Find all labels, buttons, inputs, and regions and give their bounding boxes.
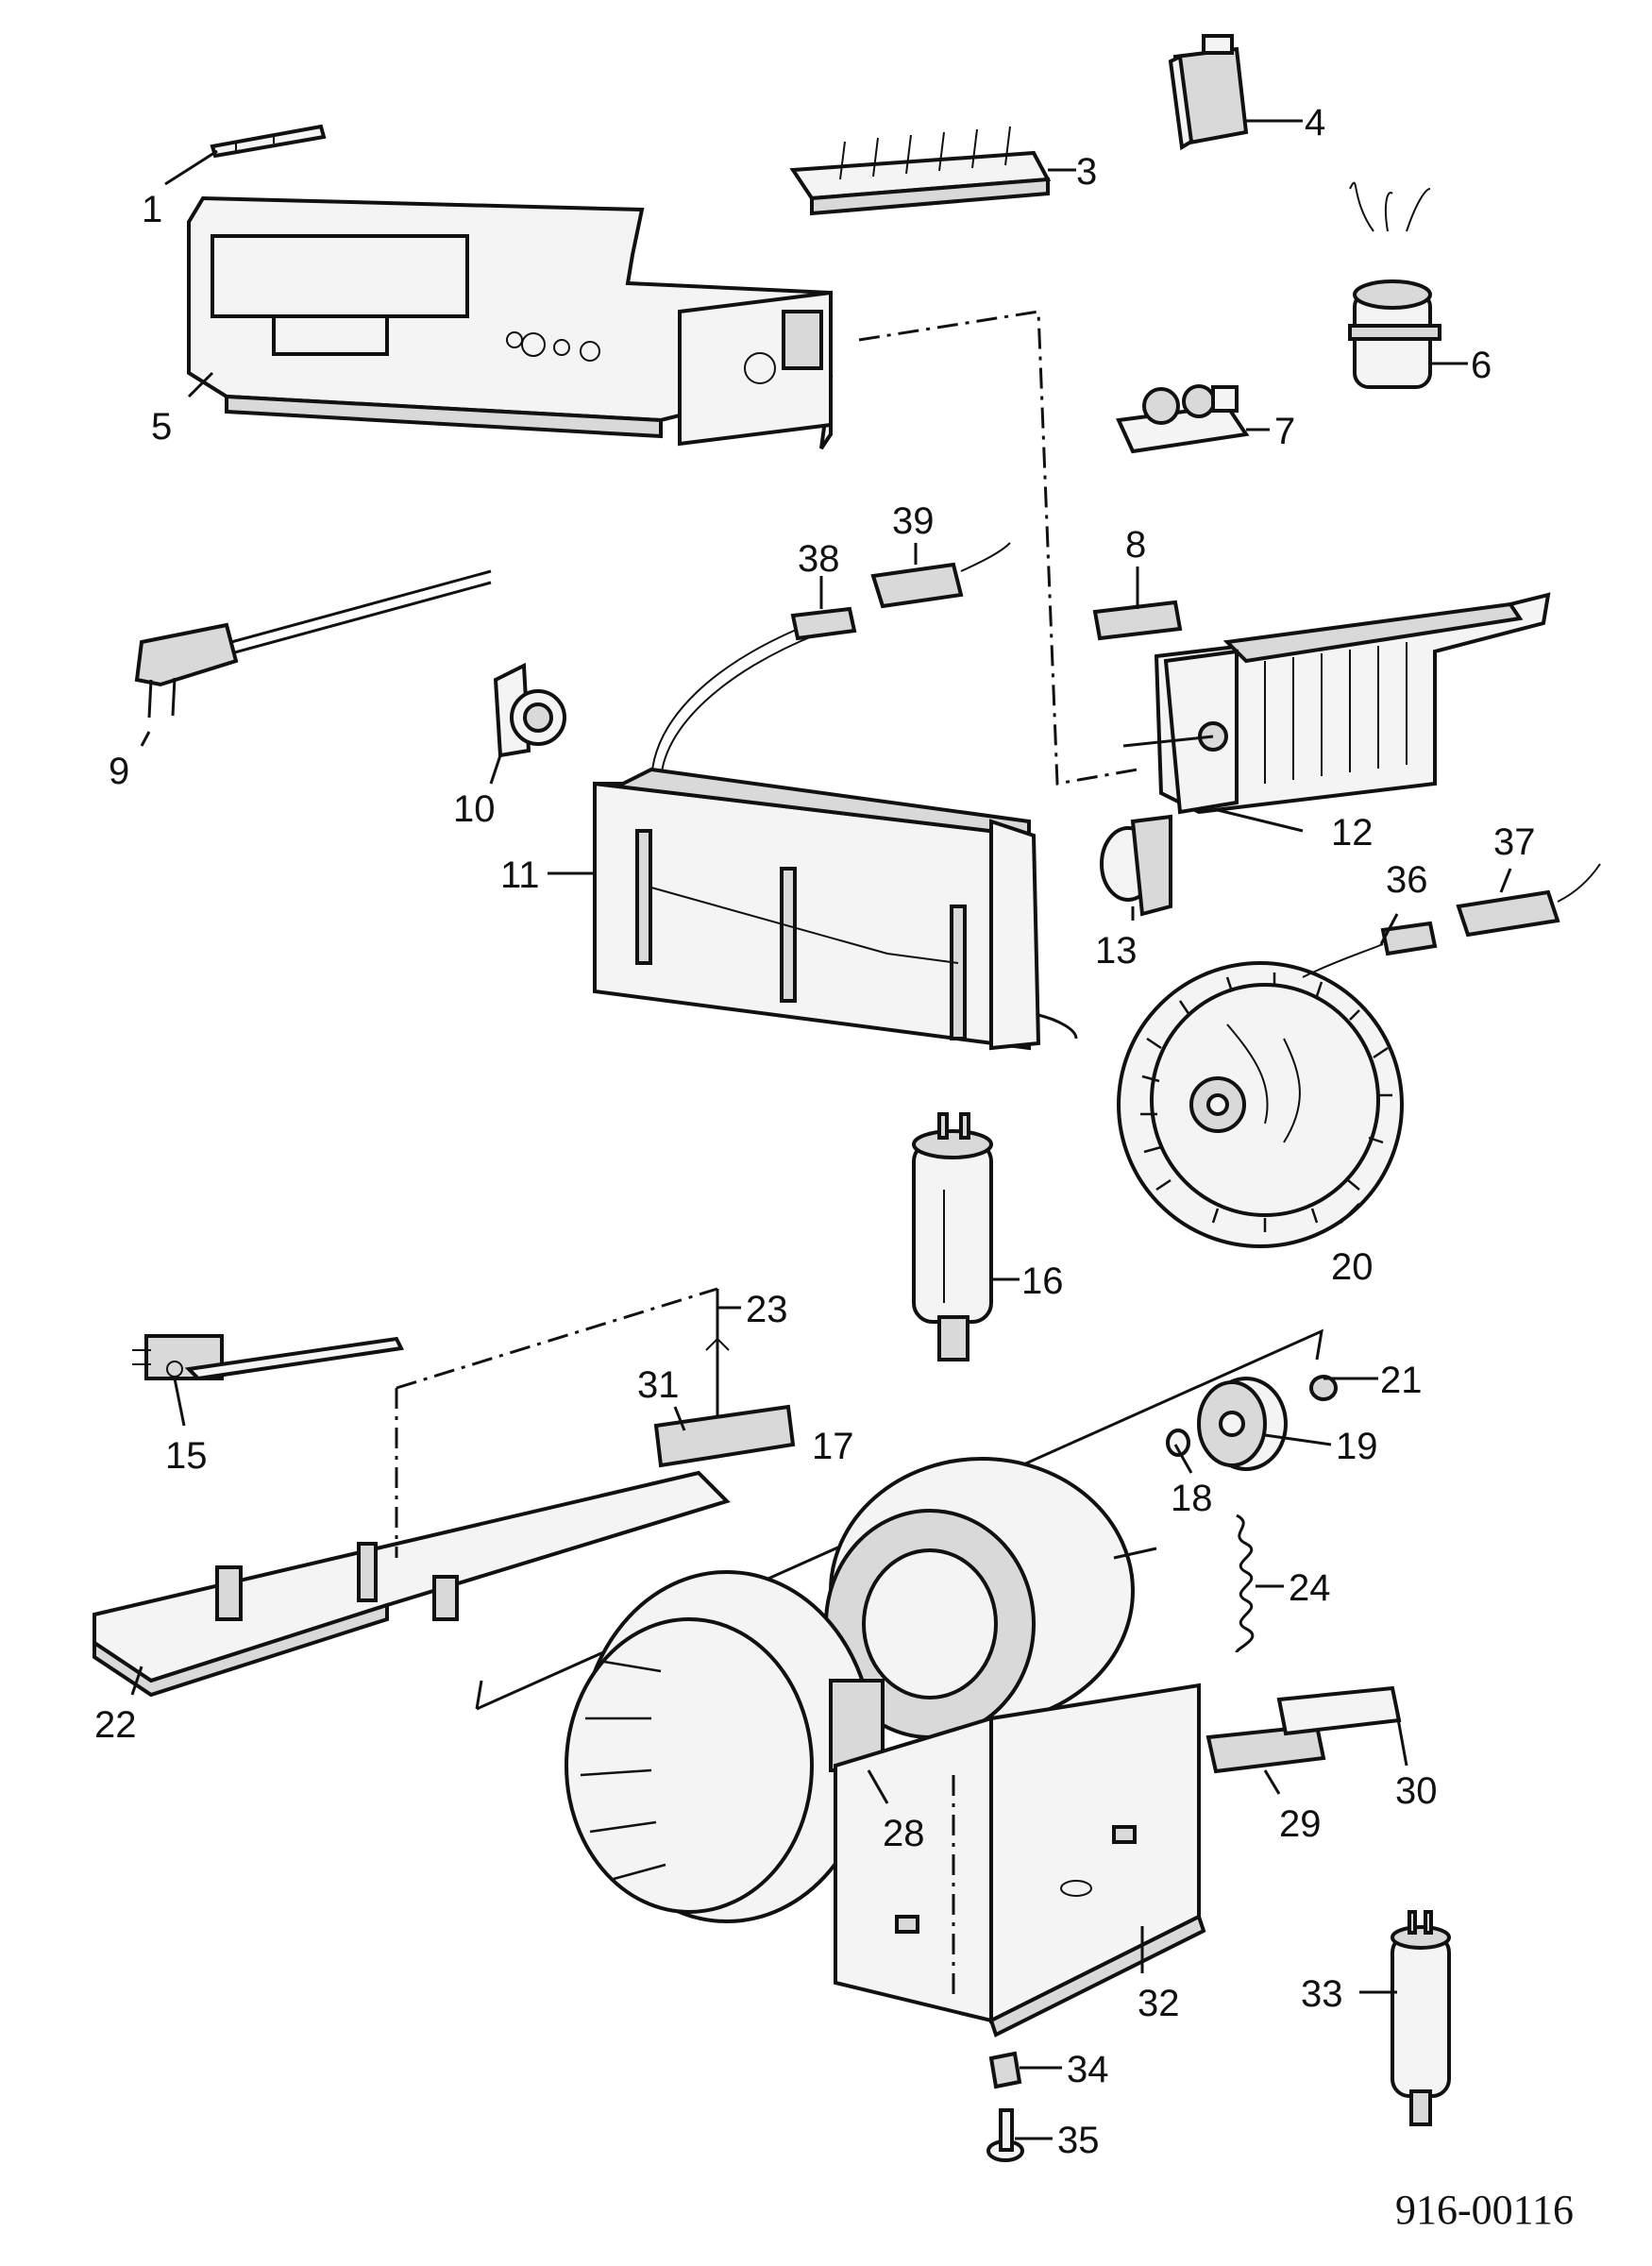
callout-20: 20 [1331,1246,1374,1288]
callout-35: 35 [1057,2120,1100,2161]
callout-17: 17 [812,1426,854,1467]
part-9-mains-cable [134,569,492,719]
callout-18: 18 [1171,1478,1213,1519]
callout-9: 9 [109,751,129,792]
part-24-spring [1235,1513,1255,1653]
callout-24: 24 [1289,1567,1331,1609]
callout-28: 28 [883,1813,925,1854]
part-36-connector [1302,921,1438,978]
callout-36: 36 [1386,859,1428,901]
part-12-programmer [1122,592,1551,815]
part-30-connector-block [1276,1685,1402,1736]
assembly-lines [395,310,1138,2002]
part-11-heater-box [593,622,1078,1051]
callout-6: 6 [1471,345,1492,386]
part-16-capacitor [912,1112,993,1361]
drawing-id: 916-00116 [1395,2187,1574,2233]
callout-8: 8 [1125,524,1146,566]
part-28-fan-housing [565,1570,885,1923]
part-10-lamp-holder [493,662,566,758]
part-3-terminal-strip [789,126,1052,216]
part-4-switch-block [1168,34,1249,151]
part-8-connector [1092,600,1183,641]
part-13-cam [1100,814,1172,917]
part-33-capacitor [1391,1910,1451,2126]
callout-19: 19 [1336,1426,1378,1467]
part-1-probe [210,124,327,159]
callout-21: 21 [1380,1360,1423,1401]
part-34-nut [988,2051,1022,2089]
callout-22: 22 [94,1704,137,1746]
callout-13: 13 [1095,930,1138,972]
part-17-motor-assembly [475,1328,1323,1739]
part-20-drum-fan [1117,961,1404,1248]
leader-lines [130,119,1512,2140]
part-23-shaft [705,1289,730,1426]
callout-34: 34 [1067,2049,1109,2090]
callout-11: 11 [500,854,540,896]
part-29-connector-block [1205,1723,1326,1774]
part-22-base-plate [93,1470,731,1698]
part-7-thermostat [1116,384,1250,454]
part-38-connector [790,606,857,641]
callout-12: 12 [1331,812,1374,854]
callout-32: 32 [1138,1983,1180,2024]
part-39-connector [870,542,1011,609]
part-19-pulley [1197,1377,1288,1471]
part-31-foam-pad [653,1404,796,1468]
part-6-capacitor [1348,181,1441,389]
callout-labels: 1 3 4 5 6 7 8 9 10 11 12 13 15 16 17 18 … [94,102,1536,2161]
part-18-washer [1166,1429,1190,1457]
callout-38: 38 [798,538,840,580]
callout-37: 37 [1493,821,1536,863]
callout-16: 16 [1021,1260,1064,1302]
part-21-nut [1309,1375,1338,1401]
callout-30: 30 [1395,1770,1438,1812]
part-5-control-panel [187,195,834,450]
callout-15: 15 [165,1435,208,1477]
callout-23: 23 [746,1289,788,1330]
callout-5: 5 [151,406,172,448]
callout-7: 7 [1274,411,1295,452]
callout-39: 39 [892,500,935,542]
callout-1: 1 [142,189,162,230]
callout-29: 29 [1279,1803,1322,1845]
callout-10: 10 [453,788,496,830]
part-15-microswitch [132,1334,405,1381]
callout-33: 33 [1301,1973,1343,2015]
callout-3: 3 [1076,151,1097,193]
part-35-screw [986,2108,1024,2162]
callout-4: 4 [1305,102,1325,144]
callout-31: 31 [637,1364,680,1406]
part-37-connector [1456,863,1601,938]
